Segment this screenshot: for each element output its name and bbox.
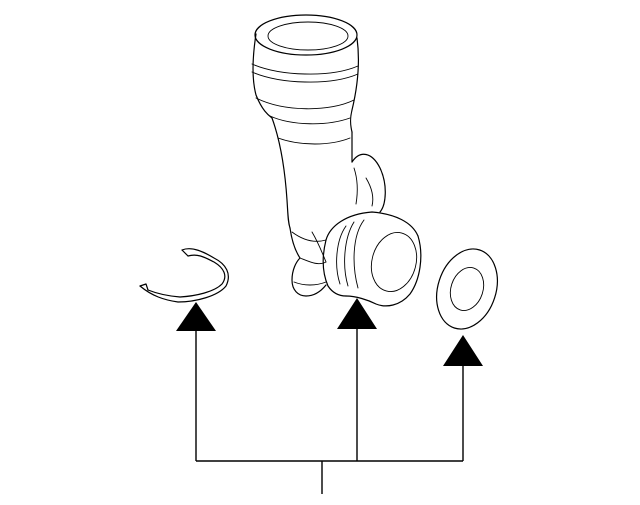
callout-arrow-clip	[176, 302, 216, 331]
retaining-clip-part[interactable]	[139, 248, 229, 303]
boot-cylinder-bottom	[345, 235, 422, 307]
boot-bulge-crease	[353, 167, 358, 205]
boot-bulge-crease-2	[365, 177, 374, 207]
boot-collar-right	[349, 37, 359, 133]
boot-top-opening	[267, 21, 349, 51]
boot-end-face	[370, 232, 418, 292]
boot-lower-fold-3	[293, 281, 327, 286]
boot-cylinder-left	[322, 239, 347, 297]
boot-rib-1	[251, 63, 359, 75]
boot-lower-fold-2	[299, 257, 327, 265]
clip-start-tab	[181, 249, 189, 257]
callout-leaders	[176, 298, 483, 494]
clip-end-tab	[139, 283, 149, 291]
boot-neck-left	[271, 117, 291, 229]
shift-boot-part[interactable]	[251, 14, 423, 307]
boot-lower-left	[289, 227, 327, 297]
boot-ring-3	[353, 219, 365, 289]
clip-inner-curve	[147, 254, 226, 298]
callout-arrow-boot	[337, 298, 377, 329]
washer-inner-hole	[449, 267, 485, 311]
boot-collar-left	[252, 33, 273, 119]
boot-rib-2	[251, 71, 359, 83]
boot-rib-3	[255, 97, 355, 110]
clip-outer-curve	[139, 248, 229, 303]
boot-ring-1	[336, 225, 347, 285]
boot-neck-band	[277, 137, 351, 145]
boot-lower-fold-4	[311, 231, 327, 263]
callout-arrow-washer	[443, 335, 483, 366]
boot-ring-2	[344, 221, 355, 287]
washer-outer-edge	[436, 248, 498, 330]
boot-top-rim	[254, 14, 358, 56]
boot-rib-4	[269, 115, 351, 125]
boot-lower-fold-1	[291, 231, 327, 242]
boot-side-bulge	[351, 153, 386, 213]
washer-seal-part[interactable]	[427, 241, 508, 337]
boot-cylinder-top	[325, 211, 419, 241]
